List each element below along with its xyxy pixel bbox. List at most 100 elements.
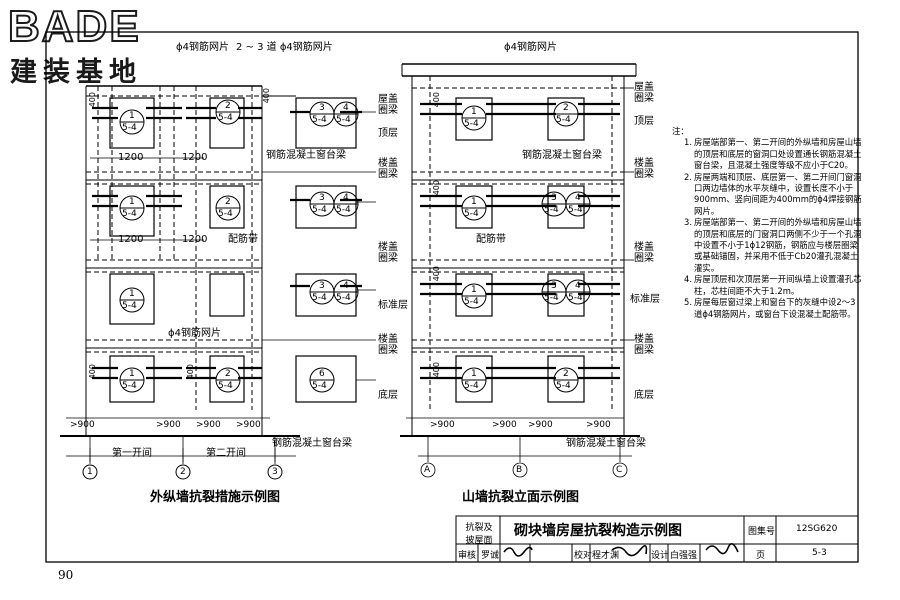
left-rebar-bands — [92, 106, 362, 380]
left-callout-5-top: 1 — [129, 197, 135, 207]
title-block-atlas-no: 12SG620 — [796, 524, 838, 534]
right-callout-5-bottom: 5-4 — [568, 205, 583, 215]
right-callout-3-top: 1 — [471, 197, 477, 207]
title-block-title: 砌块墙房屋抗裂构造示例图 — [514, 523, 682, 539]
left-bay-1-label: 第一开间 — [112, 448, 152, 459]
left-callout-4-top: 4 — [343, 103, 349, 113]
left-callout-13-top: 2 — [225, 369, 231, 379]
left-callout-12-top: 1 — [129, 369, 135, 379]
notes-heading: 注： — [672, 126, 689, 136]
left-callout-3-top: 3 — [319, 103, 325, 113]
left-axis-1: 1 — [87, 467, 93, 477]
left-top-mesh-label: ϕ4钢筋网片 — [176, 42, 229, 53]
right-callout-1-top: 1 — [471, 107, 477, 117]
left-callout-14-top: 6 — [319, 369, 325, 379]
right-callout-6-bottom: 5-4 — [464, 297, 479, 307]
title-block-page-no: 5-3 — [812, 548, 827, 558]
left-dim-900-a: >900 — [70, 420, 95, 430]
left-callout-10-top: 3 — [319, 281, 325, 291]
right-dim-900-a: >900 — [430, 420, 455, 430]
left-mid-mesh-label: ϕ4钢筋网片 — [168, 328, 221, 339]
left-callout-6-bottom: 5-4 — [218, 209, 233, 219]
right-top-mesh-label: ϕ4钢筋网片 — [504, 42, 557, 53]
title-block-review-label: 审核 — [458, 551, 477, 561]
right-floor-label-beam-1: 楼盖圈梁 — [634, 158, 654, 180]
left-callout-8-top: 4 — [343, 193, 349, 203]
note-item: 3.房屋端部第一、第二开间的外纵墙和房屋山墙的顶层和底层的门窗洞口两侧不少于一个… — [684, 217, 862, 273]
left-callout-1-top: 1 — [129, 111, 135, 121]
left-diagram-caption: 外纵墙抗裂措施示例图 — [150, 490, 281, 505]
right-floor-label-ground: 底层 — [634, 390, 654, 401]
title-block-design-label: 设计 — [651, 551, 670, 561]
left-dim-900-d: >900 — [236, 420, 261, 430]
right-callout-7-bottom: 5-4 — [544, 293, 559, 303]
right-dim-900-d: >900 — [586, 420, 611, 430]
left-dim-1200-d: 1200 — [182, 234, 208, 245]
title-block-review-name: 罗诚 — [481, 551, 500, 561]
right-callout-1-bottom: 5-4 — [464, 119, 479, 129]
left-callout-12-bottom: 5-4 — [122, 381, 137, 391]
left-callout-7-bottom: 5-4 — [312, 205, 327, 215]
left-callouts — [119, 99, 359, 393]
right-callout-9-top: 1 — [471, 369, 477, 379]
left-dim-900-c: >900 — [196, 420, 221, 430]
left-dim-1200-a: 1200 — [118, 152, 144, 163]
right-axis-c: C — [616, 465, 623, 475]
left-floor-label-ground: 底层 — [378, 390, 398, 401]
left-callout-6-top: 2 — [225, 197, 231, 207]
left-callout-8-bottom: 5-4 — [336, 205, 351, 215]
page-number: 90 — [58, 568, 74, 582]
right-floor-label-beam-2: 楼盖圈梁 — [634, 242, 654, 264]
left-floor-label-beam-3: 楼盖圈梁 — [378, 334, 398, 356]
logo-subtitle: 建装基地 — [10, 57, 142, 88]
right-rebar-band-label: 配筋带 — [476, 234, 506, 245]
left-callout-9-top: 1 — [129, 289, 135, 299]
left-elevation — [60, 85, 300, 437]
right-callout-2-top: 2 — [563, 103, 569, 113]
right-callout-4-top: 3 — [551, 193, 557, 203]
left-callout-11-bottom: 5-4 — [336, 293, 351, 303]
right-callout-5-top: 4 — [575, 193, 581, 203]
left-axis-2: 2 — [180, 467, 186, 477]
right-callout-10-top: 2 — [563, 369, 569, 379]
right-callout-4-bottom: 5-4 — [544, 205, 559, 215]
title-block-check-name: 程才渊 — [592, 551, 620, 561]
left-floor-label-beam-2: 楼盖圈梁 — [378, 242, 398, 264]
right-dim-900-b: >900 — [492, 420, 517, 430]
left-dim-1200-c: 1200 — [118, 234, 144, 245]
title-block-atlas-label: 图集号 — [748, 527, 776, 537]
sheet-border — [45, 31, 859, 563]
right-callout-3-bottom: 5-4 — [464, 209, 479, 219]
right-floor-label-beam-3: 楼盖圈梁 — [634, 334, 654, 356]
left-callout-5-bottom: 5-4 — [122, 209, 137, 219]
left-floor-label-roof-beam: 屋盖圈梁 — [378, 94, 398, 116]
logo-wordmark: BADE — [7, 1, 141, 52]
right-sill-beam-label: 钢筋混凝土窗台梁 — [522, 150, 602, 161]
right-floor-label-roof-beam: 屋盖圈梁 — [634, 82, 654, 104]
right-callout-2-bottom: 5-4 — [556, 115, 571, 125]
left-axis-bubbles — [82, 464, 283, 480]
note-item: 1.房屋端部第一、第二开间的外纵墙和房屋山墙的顶层和底层的窗洞口处设置通长钢筋混… — [684, 137, 862, 171]
right-callout-10-bottom: 5-4 — [556, 381, 571, 391]
note-item: 5.房屋每层窗过梁上和窗台下的灰缝中设2～3道ϕ4钢筋网片，或窗台下设混凝土配筋… — [684, 297, 856, 319]
right-floor-label-standard: 标准层 — [630, 294, 660, 305]
right-callout-6-top: 1 — [471, 285, 477, 295]
left-callout-4-bottom: 5-4 — [336, 115, 351, 125]
left-floor-label-beam-1: 楼盖圈梁 — [378, 158, 398, 180]
right-axis-a: A — [424, 465, 431, 475]
left-callout-2-top: 2 — [225, 101, 231, 111]
right-callout-9-bottom: 5-4 — [464, 381, 479, 391]
left-bay-2-label: 第二开间 — [206, 448, 246, 459]
right-rebar-bands — [420, 102, 620, 380]
right-bottom-sill-label: 钢筋混凝土窗台梁 — [566, 438, 646, 449]
left-label-leaders — [262, 111, 376, 381]
notes-list: 1.房屋端部第一、第二开间的外纵墙和房屋山墙的顶层和底层的窗洞口处设置通长钢筋混… — [684, 137, 862, 320]
left-bottom-sill-label: 钢筋混凝土窗台梁 — [272, 438, 352, 449]
title-block-page-label: 页 — [756, 551, 766, 561]
left-axis-3: 3 — [272, 467, 278, 477]
right-elevation — [400, 63, 640, 437]
left-callout-1-bottom: 5-4 — [122, 123, 137, 133]
title-block-frame — [455, 515, 859, 563]
left-callout-13-bottom: 5-4 — [218, 381, 233, 391]
